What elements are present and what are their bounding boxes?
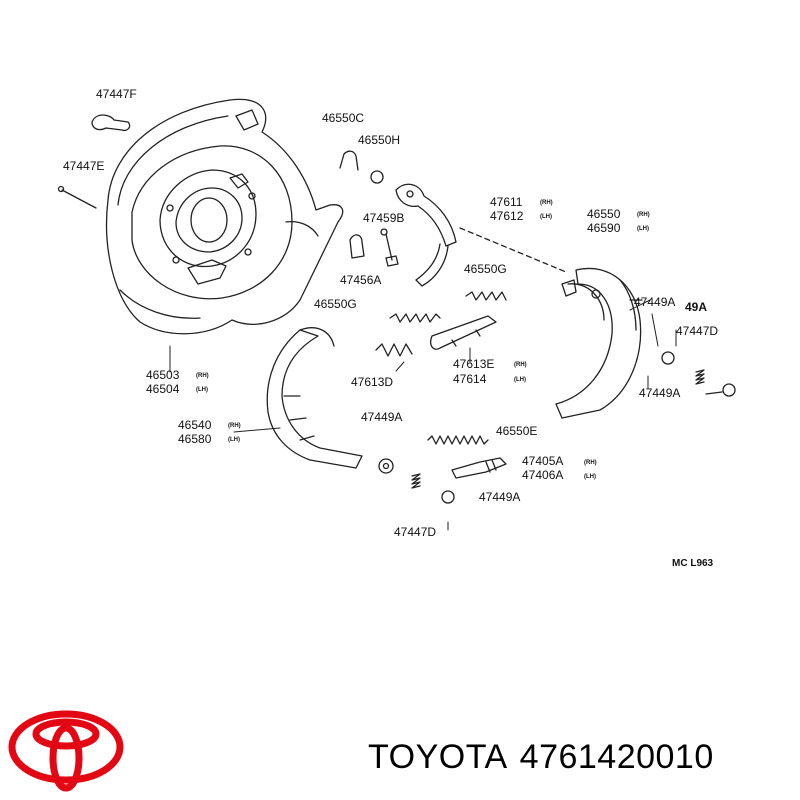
tag-46590-lh: (LH) xyxy=(637,226,649,232)
label-47613E: 47613E xyxy=(453,357,495,371)
backing-plate xyxy=(105,98,344,335)
label-46590: 46590 xyxy=(587,221,621,235)
leader-lines xyxy=(169,299,677,531)
label-47449A-r: 47449A xyxy=(634,295,676,309)
label-47614: 47614 xyxy=(453,372,487,386)
label-47612: 47612 xyxy=(490,209,524,223)
spring-47447D-b xyxy=(411,473,421,489)
label-47459B: 47459B xyxy=(363,211,405,225)
spring-46550G-b xyxy=(389,313,441,323)
brake-shoe-right xyxy=(555,267,643,419)
label-46550: 46550 xyxy=(587,207,621,221)
clip-46550C xyxy=(339,150,359,171)
tag-46580-lh: (LH) xyxy=(228,437,240,443)
cup-47449A-r2 xyxy=(722,383,736,397)
toyota-logo-icon xyxy=(8,710,124,792)
label-47447D-r: 47447D xyxy=(676,324,719,338)
diagram-code: MC L963 xyxy=(672,558,714,569)
pin-47447E xyxy=(57,185,97,209)
adjuster-47405A xyxy=(451,457,507,479)
label-47449A-b: 47449A xyxy=(479,490,521,504)
spring-46550G-a xyxy=(465,291,507,301)
spring-47447D-r xyxy=(695,369,705,385)
cup-47449A-r xyxy=(661,351,675,365)
bolt-47459B xyxy=(380,228,399,267)
spring-47613D xyxy=(375,343,413,357)
tag-47406A-lh: (LH) xyxy=(584,474,596,480)
label-47405A: 47405A xyxy=(522,454,564,468)
label-46504: 46504 xyxy=(146,382,180,396)
label-47406A: 47406A xyxy=(522,468,564,482)
brake-shoe-left xyxy=(266,327,363,469)
plate-47456A xyxy=(349,234,365,259)
label-47449A-r2: 47449A xyxy=(639,386,681,400)
label-47611: 47611 xyxy=(490,195,523,209)
tag-46503-rh: (RH) xyxy=(196,373,209,379)
tag-47614-lh: (LH) xyxy=(514,377,526,383)
brand-name: TOYOTA xyxy=(368,738,508,776)
label-49A: 49A xyxy=(685,300,708,314)
label-47613D: 47613D xyxy=(351,375,394,389)
label-46550H: 46550H xyxy=(358,133,401,147)
parking-lever xyxy=(395,183,457,287)
cup-47449A-b xyxy=(441,490,455,504)
clip-47447F xyxy=(91,114,131,132)
spring-46550E xyxy=(427,435,489,445)
label-46580: 46580 xyxy=(178,432,212,446)
label-47447F: 47447F xyxy=(96,87,137,101)
tag-47612-lh: (LH) xyxy=(540,214,552,220)
tag-47405A-rh: (RH) xyxy=(584,460,597,466)
label-47447D-b: 47447D xyxy=(394,525,437,539)
label-46550G-a: 46550G xyxy=(464,262,507,276)
part-number: 4761420010 xyxy=(519,738,714,776)
leader-dashed xyxy=(459,227,567,273)
tag-46504-lh: (LH) xyxy=(196,387,208,393)
cup-47449A-c xyxy=(378,458,394,474)
label-47449A-c: 47449A xyxy=(361,410,403,424)
label-46550E: 46550E xyxy=(496,424,538,438)
ring-46550H xyxy=(370,170,384,184)
label-46540: 46540 xyxy=(178,418,212,432)
brand-caption: TOYOTA 4761420010 xyxy=(368,738,714,777)
label-46503: 46503 xyxy=(146,368,180,382)
tag-47613E-rh: (RH) xyxy=(514,362,527,368)
label-46550C: 46550C xyxy=(322,111,365,125)
label-47447E: 47447E xyxy=(63,159,105,173)
tag-47611-rh: (RH) xyxy=(540,200,553,206)
label-47456A: 47456A xyxy=(340,273,382,287)
strut-47613E xyxy=(430,315,497,350)
tag-46540-rh: (RH) xyxy=(228,423,241,429)
tag-46550-rh: (RH) xyxy=(637,212,650,218)
label-46550G-b: 46550G xyxy=(314,297,357,311)
